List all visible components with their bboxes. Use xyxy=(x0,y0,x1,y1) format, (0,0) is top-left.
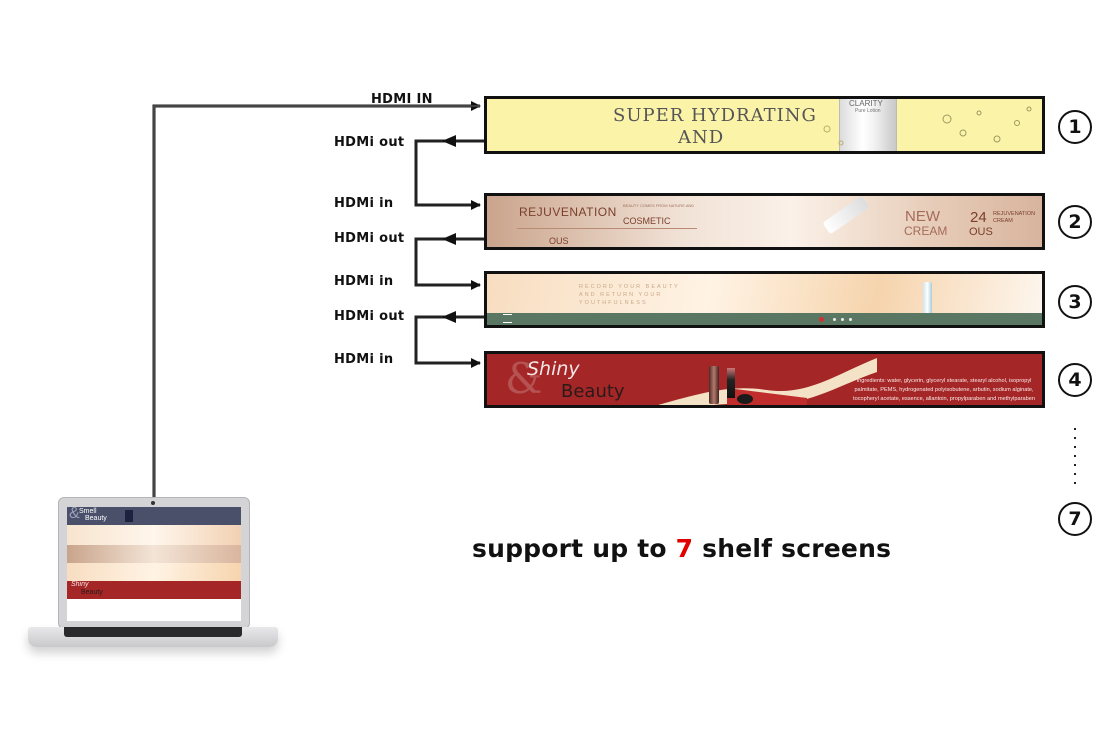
main-cable xyxy=(152,101,481,497)
screen2-title: REJUVENATION xyxy=(519,205,617,219)
hdmi-out-label-2: HDMi out xyxy=(334,231,405,246)
hdmi-in-label-3: HDMi in xyxy=(334,274,394,289)
hdmi-in-label-4: HDMi in xyxy=(334,352,394,367)
screen2-24: 24 xyxy=(970,209,987,226)
caption-before: support up to xyxy=(472,534,676,563)
nail-polish-image xyxy=(709,366,719,404)
mini-amp: & xyxy=(69,507,80,522)
ellipsis-dots xyxy=(1073,428,1077,491)
shelf-screen-4: & Shiny Beauty Ingredients: water, glyce… xyxy=(484,351,1045,408)
hdmi-out-label-3: HDMi out xyxy=(334,309,405,324)
arrow-out-2 xyxy=(442,233,456,245)
mini-bottle xyxy=(125,510,133,522)
screen-number-3: 3 xyxy=(1058,285,1092,319)
caption: support up to 7 shelf screens xyxy=(472,534,891,563)
shelf-screen-2: REJUVENATION COSMETIC BEAUTY COMES FROM … xyxy=(484,193,1045,250)
screen2-cream2: CREAM xyxy=(993,218,1013,224)
mini-banner-3 xyxy=(67,545,241,563)
screen4-beauty: Beauty xyxy=(561,381,625,402)
screen-number-7: 7 xyxy=(1058,502,1092,536)
laptop-base xyxy=(28,627,278,647)
laptop-lid: & Smell Beauty Shiny Beauty xyxy=(58,497,250,629)
mini-smell: Smell xyxy=(79,508,97,515)
arrow-out-3 xyxy=(442,311,456,323)
screen-number-4: 4 xyxy=(1058,363,1092,397)
screen2-rejuvenation2: REJUVENATION xyxy=(993,211,1036,217)
screen3-line3: YOUTHFULNESS xyxy=(579,300,648,306)
screen-number-2: 2 xyxy=(1058,205,1092,239)
screen3-line2: AND RETURN YOUR xyxy=(579,292,663,298)
caption-number: 7 xyxy=(675,534,694,563)
screen1-sub: Pure Lotion xyxy=(855,108,881,114)
screen3-bottom-bar xyxy=(487,313,1042,325)
mini-shiny: Shiny xyxy=(71,581,89,588)
screen1-brand: CLARITY xyxy=(849,99,883,108)
cream-tube-image xyxy=(822,196,870,235)
carousel-dot xyxy=(841,318,844,321)
caption-after: shelf screens xyxy=(693,534,892,563)
screen4-shiny: Shiny xyxy=(527,358,580,380)
hdmi-in-label: HDMI IN xyxy=(371,92,433,107)
webcam-icon xyxy=(151,501,155,505)
screen2-ous2: OUS xyxy=(969,226,993,238)
serum-bottle-image xyxy=(923,282,932,322)
mini-banner-2 xyxy=(67,525,241,545)
screen1-line2: AND xyxy=(678,127,725,148)
mini-banner-5: Shiny Beauty xyxy=(67,581,241,599)
cable-1-2 xyxy=(414,139,484,210)
screen2-new: NEW xyxy=(905,208,940,225)
lipstick-image xyxy=(727,368,735,398)
lipstick-cap-image xyxy=(737,394,753,404)
arrow-out-1 xyxy=(442,135,456,147)
screen2-ous: OUS xyxy=(549,236,569,246)
carousel-dot-active xyxy=(819,317,824,322)
screen2-small-text: BEAUTY COMES FROM NATURE AND xyxy=(623,203,695,208)
water-splash-image xyxy=(823,106,1032,146)
laptop-display: & Smell Beauty Shiny Beauty xyxy=(67,507,241,621)
carousel-dot xyxy=(833,318,836,321)
screen2-subtitle: COSMETIC xyxy=(623,216,671,226)
ribbon-wave-image xyxy=(658,358,877,405)
cable-2-3 xyxy=(414,237,484,290)
screen4-ampersand: & xyxy=(505,354,543,403)
hdmi-in-label-2: HDMi in xyxy=(334,196,394,211)
screen3-line1: RECORD YOUR BEAUTY xyxy=(579,284,680,290)
lotion-tube-image xyxy=(839,99,897,151)
screen4-ingredients: Ingredients: water, glycerin, glyceryl s… xyxy=(853,378,1035,402)
mini-banner-1: & Smell Beauty xyxy=(67,507,241,525)
shelf-screen-3: RECORD YOUR BEAUTY AND RETURN YOUR YOUTH… xyxy=(484,271,1045,328)
mini-beauty-2: Beauty xyxy=(81,589,103,596)
cable-3-4 xyxy=(414,315,484,368)
screen2-cream: CREAM xyxy=(904,224,948,238)
screen1-line1: SUPER HYDRATING xyxy=(613,105,817,126)
hdmi-out-label-1: HDMi out xyxy=(334,135,405,150)
mini-beauty: Beauty xyxy=(85,515,107,522)
shelf-screen-1: SUPER HYDRATING AND CLARITY Pure Lotion xyxy=(484,96,1045,154)
carousel-dot xyxy=(849,318,852,321)
menu-icon xyxy=(503,314,512,323)
screen2-divider xyxy=(517,228,697,229)
screen-number-1: 1 xyxy=(1058,110,1092,144)
mini-banner-4 xyxy=(67,563,241,581)
laptop-keyboard xyxy=(64,627,242,637)
